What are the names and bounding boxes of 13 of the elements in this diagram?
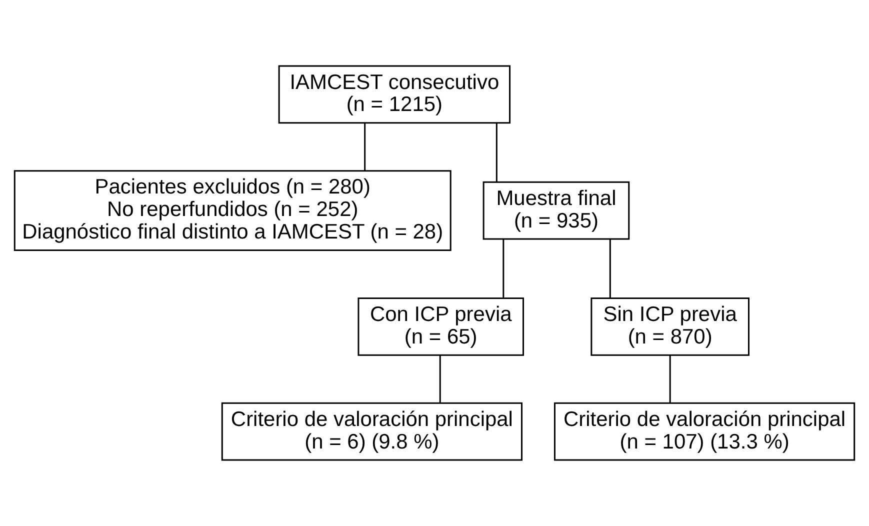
connector xyxy=(502,239,504,298)
node-box: Criterio de valoración principal (n = 6) (9.8 %) xyxy=(221,402,523,461)
node-box: Sin ICP previa (n = 870) xyxy=(590,297,750,356)
connector xyxy=(669,355,671,403)
connector xyxy=(439,355,441,403)
connector xyxy=(609,239,611,298)
node-box: Criterio de valoración principal (n = 107) (13.3 %) xyxy=(554,402,856,461)
node-box: Muestra final (n = 935) xyxy=(482,181,630,240)
node-box: IAMCEST consecutivo (n = 1215) xyxy=(278,65,511,124)
node-box: Pacientes excluidos (n = 280) No reperfundidos (n = 252) Diagnóstico final distinto a IAMCEST (n = 28) xyxy=(14,170,452,252)
connector xyxy=(496,123,498,182)
node-box: Con ICP previa (n = 65) xyxy=(358,297,524,356)
connector xyxy=(364,123,366,171)
